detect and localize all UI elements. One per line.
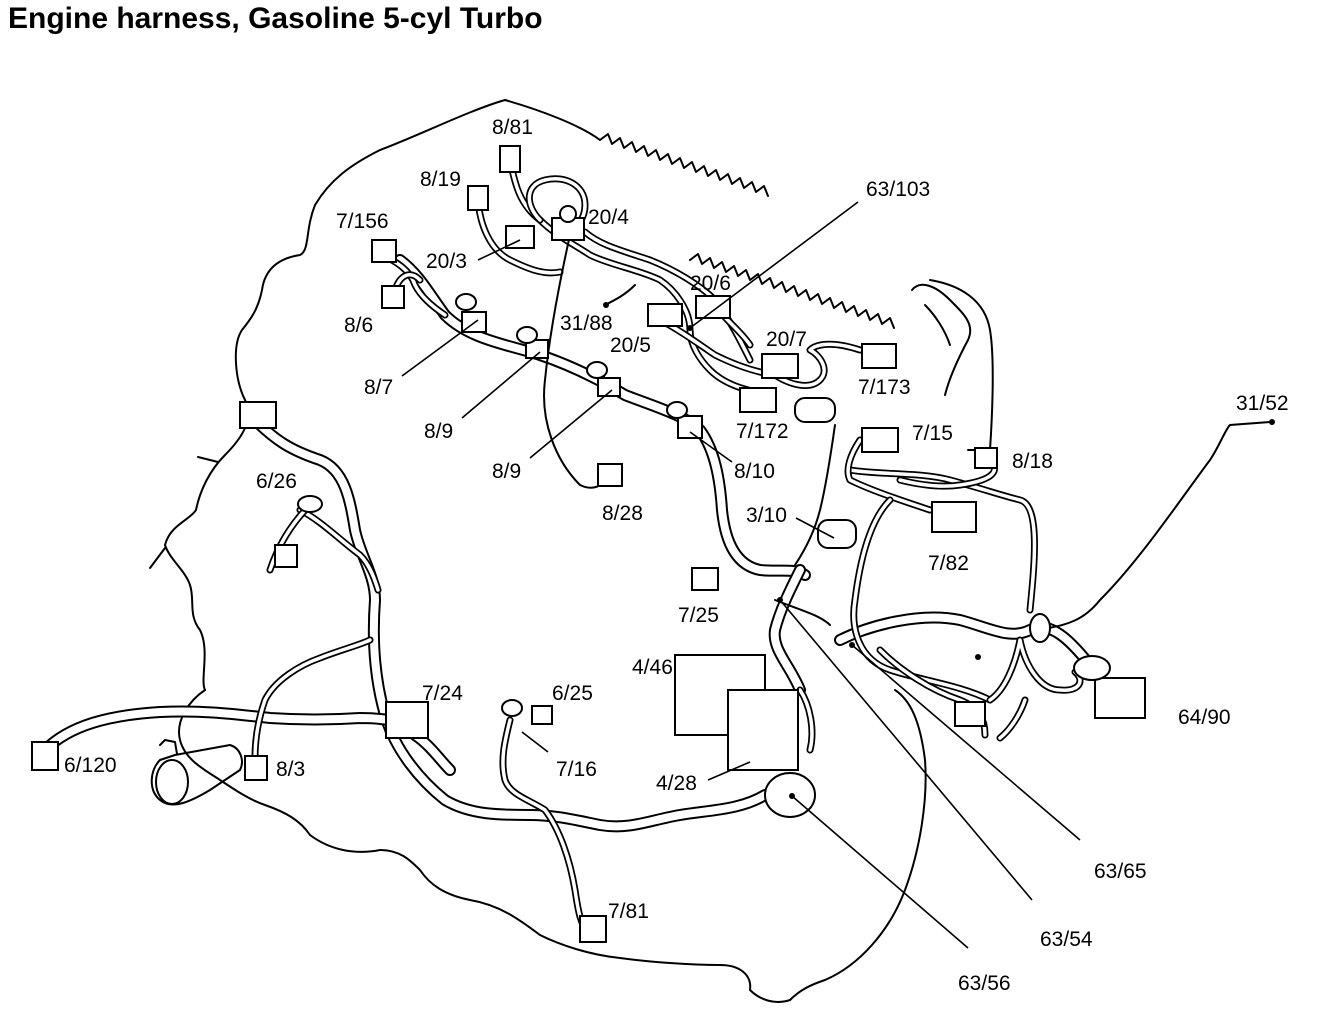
sensor-7-16 [501,699,523,717]
leader-63-103 [689,201,859,329]
label-8-18: 8/18 [1012,450,1053,473]
label-4-46: 4/46 [632,656,673,679]
label-6-120: 6/120 [64,754,117,777]
sensor-20-4-cap [559,205,577,223]
leader-4-28 [707,761,751,781]
connector-63-103 [794,397,836,423]
label-7-15: 7/15 [912,422,953,445]
leader-3-10 [795,517,835,539]
label-8-28: 8/28 [602,502,643,525]
sensor-6-26-clip [297,495,323,513]
label-7-172: 7/172 [736,420,789,443]
connector-8-6 [381,285,405,309]
label-63-103: 63/103 [866,178,930,201]
leader-8-10 [689,431,733,463]
leader-8-9b [529,389,613,459]
part-labels: 8/81 8/19 20/4 63/103 7/156 20/3 20/6 8/… [64,116,1289,995]
connector-7-15 [861,427,899,453]
connector-20-6 [695,295,731,319]
connectors [31,145,1146,943]
label-31-88: 31/88 [560,312,613,335]
label-4-28: 4/28 [656,772,697,795]
leader-63-54 [779,599,1033,901]
label-6-26: 6/26 [256,470,297,493]
label-20-6: 20/6 [690,272,731,295]
connector-64-90-boot [1073,655,1111,681]
injector-8-9b [586,361,608,379]
leader-8-9a [461,351,541,419]
injector-8-7 [455,293,477,311]
leader-63-56 [791,795,969,949]
engine-outline [149,99,994,1003]
label-63-65: 63/65 [1094,860,1147,883]
label-7-82: 7/82 [928,552,969,575]
dot-harness-mid [975,654,981,660]
label-8-9a: 8/9 [424,420,453,443]
connector-7-82 [931,501,977,533]
label-31-52: 31/52 [1236,392,1289,415]
label-7-156: 7/156 [336,210,389,233]
injector-8-9a [516,326,538,344]
connector-7-156 [371,239,397,263]
branch-wires [251,156,1084,939]
diagram-title: Engine harness, Gasoline 5-cyl Turbo [8,2,543,35]
label-20-7: 20/7 [766,328,807,351]
connector-8-3 [244,755,268,781]
connector-8-10 [677,415,703,439]
clamp-63-65 [1029,613,1051,643]
connector-7-24 [385,701,429,739]
connector-8-28 [597,463,623,487]
label-8-9b: 8/9 [492,460,521,483]
thin-wires [543,234,1271,631]
label-20-5: 20/5 [610,334,651,357]
label-7-25: 7/25 [678,604,719,627]
label-8-19: 8/19 [420,168,461,191]
connector-lower-right [954,701,986,727]
connector-20-7 [761,353,799,379]
leader-7-16 [521,731,549,753]
connector-7-25 [691,567,719,591]
connector-6-25 [531,705,553,725]
main-harness [39,254,1096,833]
connector-20-5 [647,303,683,327]
label-7-24: 7/24 [422,682,463,705]
label-63-54: 63/54 [1040,928,1093,951]
connector-8-81 [499,145,521,173]
connector-top-left [239,401,277,429]
label-8-10: 8/10 [734,460,775,483]
connector-7-81 [579,915,607,943]
connector-8-19 [467,185,489,211]
label-6-25: 6/25 [552,682,593,705]
label-7-81: 7/81 [608,900,649,923]
connector-8-9b [597,377,621,397]
label-20-4: 20/4 [588,206,629,229]
leader-20-3 [477,239,521,261]
connector-8-9a [525,339,549,359]
dot-31-52 [1269,419,1275,425]
connector-64-90 [1094,677,1146,719]
connector-6-26 [274,544,298,568]
label-63-56: 63/56 [958,972,1011,995]
label-3-10: 3/10 [746,504,787,527]
sensor-3-10 [817,519,857,549]
connector-7-173 [861,343,897,369]
dot-31-88 [603,302,609,308]
module-4-28 [727,689,799,771]
label-8-81: 8/81 [492,116,533,139]
leader-8-7 [401,319,479,377]
leader-63-65 [851,644,1081,841]
leader-lines [401,201,1081,949]
connector-7-172 [739,387,777,413]
label-64-90: 64/90 [1178,706,1231,729]
label-7-16: 7/16 [556,758,597,781]
label-20-3: 20/3 [426,250,467,273]
injector-8-10 [666,401,688,419]
connector-6-120 [31,741,59,771]
label-8-6: 8/6 [344,314,373,337]
label-8-7: 8/7 [364,376,393,399]
label-8-3: 8/3 [276,758,305,781]
connector-8-18 [974,447,998,469]
label-7-173: 7/173 [858,376,911,399]
